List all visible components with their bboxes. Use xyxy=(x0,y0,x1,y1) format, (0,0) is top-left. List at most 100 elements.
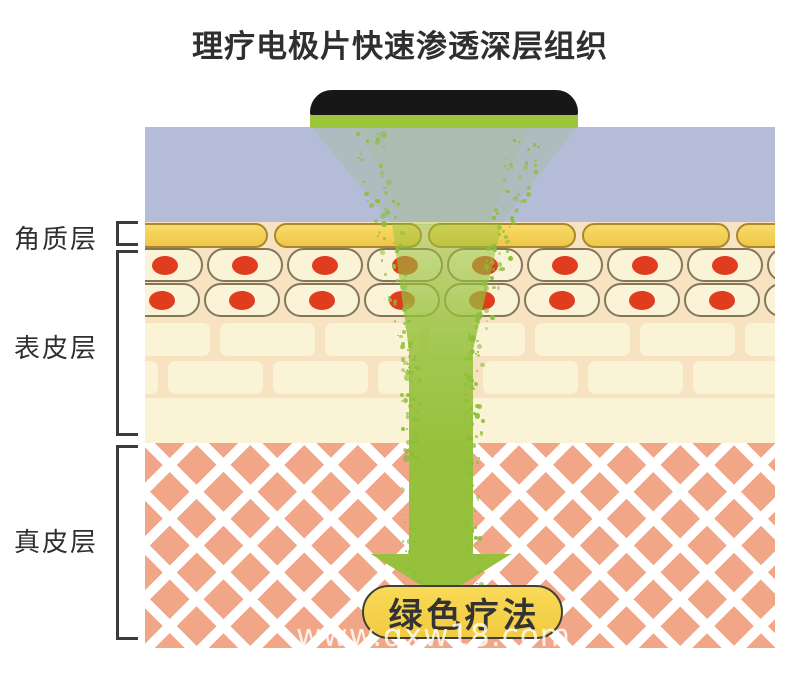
green-particle xyxy=(504,240,509,245)
green-particle xyxy=(490,276,495,280)
green-particle xyxy=(404,274,407,278)
epidermis-cell xyxy=(287,248,363,282)
green-particle xyxy=(400,399,403,402)
green-particle xyxy=(478,317,482,320)
green-particle xyxy=(475,543,478,546)
green-particle xyxy=(474,536,478,540)
diagram-title: 理疗电极片快速渗透深层组织 xyxy=(192,29,608,65)
green-particle xyxy=(399,334,404,339)
green-particle xyxy=(474,317,480,323)
green-particle xyxy=(405,415,409,419)
green-particle xyxy=(467,352,472,357)
green-particle xyxy=(484,286,489,291)
green-particle xyxy=(478,568,484,574)
green-particle xyxy=(376,132,379,136)
green-particle xyxy=(366,140,369,143)
green-particle xyxy=(403,455,410,462)
green-particle xyxy=(497,268,501,272)
green-particle xyxy=(395,248,400,252)
green-particle xyxy=(400,344,405,349)
green-particle xyxy=(403,360,408,366)
green-particle xyxy=(405,452,408,455)
green-particle xyxy=(517,175,522,180)
epidermis-cell xyxy=(687,248,763,282)
green-particle xyxy=(471,344,474,347)
green-particle xyxy=(380,250,385,255)
green-particle xyxy=(475,312,483,320)
green-therapy-label: 绿色疗法 xyxy=(362,585,563,639)
epidermis-cell xyxy=(207,248,283,282)
green-particle xyxy=(465,374,474,383)
green-particle xyxy=(519,199,523,204)
corneum-cell xyxy=(582,223,730,248)
green-particle xyxy=(463,520,470,528)
epidermis-cell xyxy=(444,283,520,317)
green-particle xyxy=(383,186,386,190)
epidermis-brick xyxy=(378,361,473,394)
green-particle xyxy=(377,230,382,235)
epidermis-brick xyxy=(588,361,683,394)
green-particle xyxy=(412,506,415,509)
green-particle xyxy=(480,362,485,368)
green-particle xyxy=(401,487,405,491)
green-particle xyxy=(510,216,515,221)
green-particle xyxy=(476,498,479,501)
green-particle xyxy=(388,296,391,299)
green-particle xyxy=(464,550,470,555)
green-particle xyxy=(534,163,537,167)
green-particle xyxy=(397,334,399,337)
corneum-cell xyxy=(736,223,775,248)
green-particle xyxy=(400,392,405,397)
green-particle xyxy=(510,220,515,225)
corneum-cell xyxy=(145,223,268,248)
green-particle xyxy=(490,315,495,320)
green-particle xyxy=(502,229,505,233)
green-particle xyxy=(410,455,416,461)
green-particle xyxy=(380,220,388,228)
green-particle xyxy=(391,281,394,283)
epidermis-brick xyxy=(145,323,210,356)
green-particle xyxy=(532,143,537,148)
green-particle xyxy=(523,164,529,170)
green-particle xyxy=(477,403,482,409)
green-particle xyxy=(383,145,386,148)
green-particle xyxy=(393,298,398,303)
green-particle xyxy=(477,351,479,354)
green-particle xyxy=(471,380,474,383)
epidermis-brick xyxy=(640,323,735,356)
bracket-epidermis xyxy=(116,250,138,436)
green-particle xyxy=(386,179,392,186)
epidermis-brick xyxy=(168,361,263,394)
green-particle xyxy=(367,200,370,203)
green-particle xyxy=(379,163,384,169)
green-particle xyxy=(479,432,484,436)
green-particle xyxy=(505,158,508,161)
green-particle xyxy=(411,540,417,545)
green-particle xyxy=(412,452,415,456)
green-particle xyxy=(409,314,412,318)
green-particle xyxy=(484,264,489,270)
green-particle xyxy=(414,455,419,461)
green-particle xyxy=(534,158,538,162)
green-particle xyxy=(416,411,420,415)
green-particle xyxy=(507,168,509,171)
green-particle xyxy=(484,326,489,331)
green-particle xyxy=(471,477,473,480)
green-particle xyxy=(477,554,482,559)
green-particle xyxy=(464,398,469,404)
green-particle xyxy=(467,331,471,335)
green-particle xyxy=(413,563,416,566)
green-particle xyxy=(415,580,418,584)
epidermis-brick xyxy=(220,323,315,356)
green-particle xyxy=(374,218,378,223)
green-particle xyxy=(471,443,476,448)
green-particle xyxy=(469,407,473,411)
green-particle xyxy=(392,301,398,306)
green-particle xyxy=(411,569,417,574)
green-particle xyxy=(401,368,406,373)
green-particle xyxy=(472,484,475,487)
green-particle xyxy=(406,539,412,544)
green-particle xyxy=(407,550,412,554)
green-particle xyxy=(404,567,409,572)
